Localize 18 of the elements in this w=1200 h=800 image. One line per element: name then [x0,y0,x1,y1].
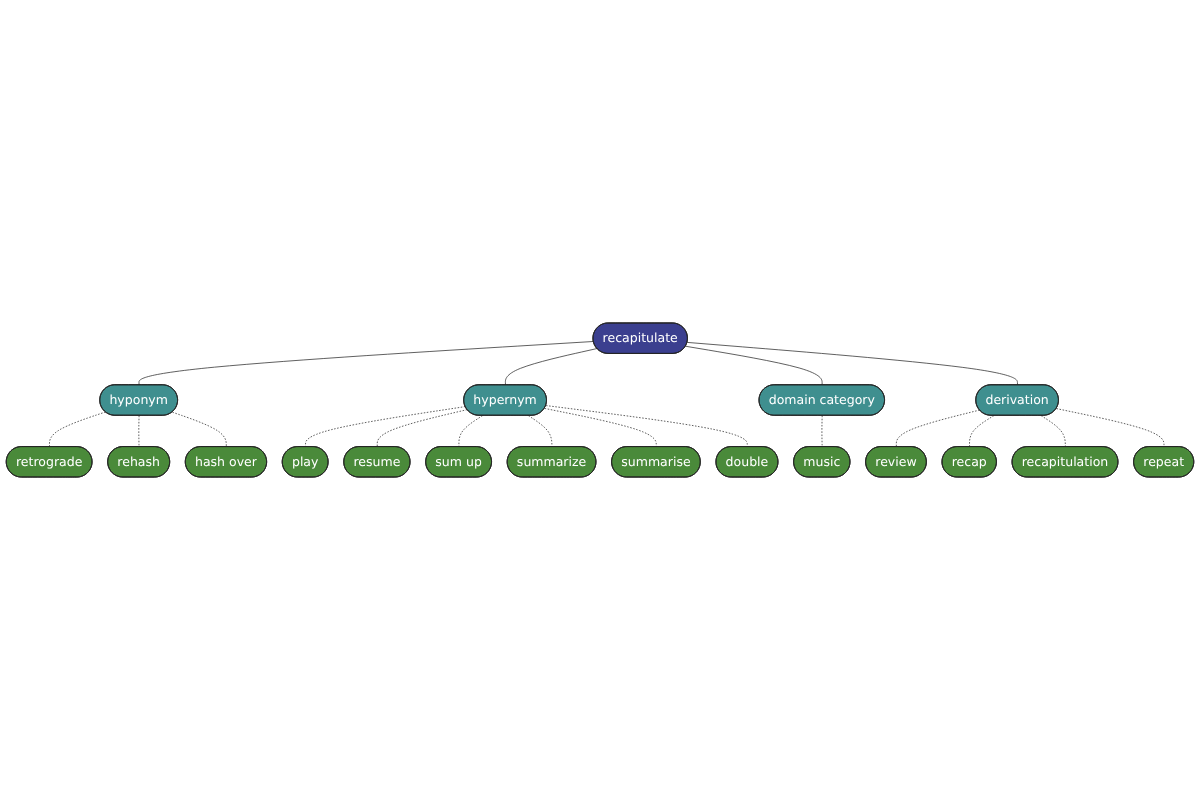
connector [544,408,657,448]
connector [1040,415,1066,448]
connector [895,409,980,448]
connector [172,411,227,448]
connector [305,406,466,448]
connector [1056,408,1165,448]
connector [686,342,1018,386]
connector [138,341,594,386]
connector [528,415,553,448]
connector [49,411,106,448]
connector [376,409,468,448]
connector [545,405,748,448]
connector [821,415,823,448]
connector [458,415,483,448]
connector [685,345,823,386]
connector [969,415,995,448]
connector [505,348,598,386]
connector [138,415,140,448]
